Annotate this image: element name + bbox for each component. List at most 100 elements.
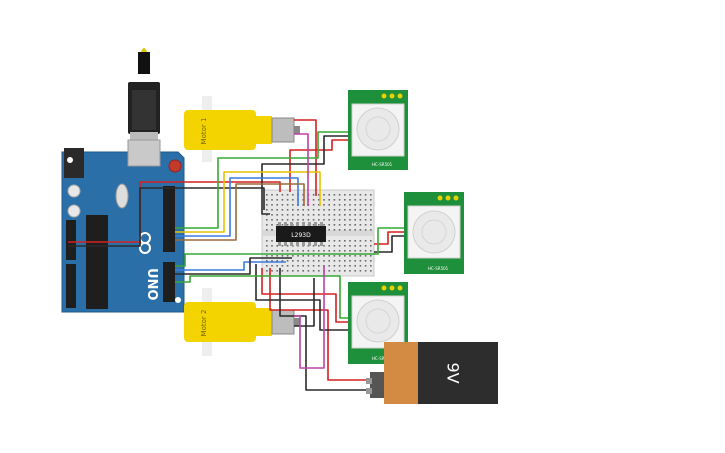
breadboard-hole[interactable] — [359, 199, 362, 201]
breadboard-hole[interactable] — [297, 209, 299, 211]
breadboard-hole[interactable] — [312, 199, 315, 201]
breadboard-hole[interactable] — [344, 260, 346, 262]
breadboard-hole[interactable] — [333, 194, 336, 196]
breadboard-hole[interactable] — [359, 265, 362, 267]
breadboard-hole[interactable] — [266, 194, 268, 196]
breadboard-hole[interactable] — [297, 255, 299, 257]
breadboard-hole[interactable] — [370, 250, 372, 252]
breadboard-hole[interactable] — [344, 250, 346, 252]
breadboard-hole[interactable] — [307, 270, 310, 272]
breadboard-hole[interactable] — [318, 224, 320, 226]
breadboard-hole[interactable] — [370, 214, 372, 216]
breadboard-hole[interactable] — [281, 250, 284, 252]
breadboard-hole[interactable] — [328, 229, 330, 231]
breadboard-hole[interactable] — [333, 255, 336, 257]
breadboard-hole[interactable] — [354, 199, 356, 201]
breadboard-hole[interactable] — [338, 209, 341, 211]
breadboard-hole[interactable] — [370, 229, 372, 231]
breadboard-hole[interactable] — [344, 245, 346, 247]
breadboard-hole[interactable] — [333, 224, 336, 226]
breadboard-hole[interactable] — [349, 194, 351, 196]
breadboard-hole[interactable] — [297, 270, 299, 272]
breadboard-hole[interactable] — [370, 270, 372, 272]
breadboard-hole[interactable] — [349, 219, 351, 221]
breadboard-hole[interactable] — [328, 265, 330, 267]
breadboard-hole[interactable] — [312, 219, 315, 221]
breadboard-hole[interactable] — [292, 199, 294, 201]
pir-sensor-2[interactable]: HC-SR501 — [404, 192, 464, 274]
breadboard-hole[interactable] — [266, 245, 268, 247]
breadboard-hole[interactable] — [312, 260, 315, 262]
breadboard-hole[interactable] — [359, 270, 362, 272]
battery-9v[interactable]: 9V — [366, 342, 498, 404]
breadboard-hole[interactable] — [266, 199, 268, 201]
breadboard-hole[interactable] — [333, 270, 336, 272]
breadboard-hole[interactable] — [338, 199, 341, 201]
breadboard-hole[interactable] — [349, 229, 351, 231]
breadboard-hole[interactable] — [318, 204, 320, 206]
breadboard-hole[interactable] — [338, 240, 341, 242]
breadboard-hole[interactable] — [292, 204, 294, 206]
breadboard-hole[interactable] — [307, 209, 310, 211]
breadboard-hole[interactable] — [349, 255, 351, 257]
breadboard-hole[interactable] — [349, 245, 351, 247]
breadboard-hole[interactable] — [359, 209, 362, 211]
breadboard-hole[interactable] — [281, 209, 284, 211]
breadboard-hole[interactable] — [344, 219, 346, 221]
breadboard-hole[interactable] — [276, 194, 278, 196]
breadboard-hole[interactable] — [370, 219, 372, 221]
breadboard-hole[interactable] — [276, 204, 278, 206]
breadboard-hole[interactable] — [349, 240, 351, 242]
breadboard-hole[interactable] — [276, 224, 278, 226]
breadboard-hole[interactable] — [312, 224, 315, 226]
breadboard-hole[interactable] — [328, 224, 330, 226]
breadboard-hole[interactable] — [292, 265, 294, 267]
breadboard-hole[interactable] — [318, 270, 320, 272]
breadboard-hole[interactable] — [318, 219, 320, 221]
breadboard-hole[interactable] — [266, 204, 268, 206]
breadboard-hole[interactable] — [297, 265, 299, 267]
breadboard-hole[interactable] — [276, 209, 278, 211]
breadboard-hole[interactable] — [370, 265, 372, 267]
breadboard-hole[interactable] — [266, 214, 268, 216]
breadboard-hole[interactable] — [281, 204, 284, 206]
breadboard-hole[interactable] — [354, 270, 356, 272]
breadboard-hole[interactable] — [302, 214, 304, 216]
breadboard-hole[interactable] — [276, 245, 278, 247]
breadboard-hole[interactable] — [302, 250, 304, 252]
breadboard-hole[interactable] — [292, 260, 294, 262]
breadboard-hole[interactable] — [281, 219, 284, 221]
breadboard-hole[interactable] — [276, 270, 278, 272]
breadboard-hole[interactable] — [370, 255, 372, 257]
breadboard-hole[interactable] — [276, 255, 278, 257]
breadboard-hole[interactable] — [328, 194, 330, 196]
breadboard-hole[interactable] — [286, 214, 289, 216]
breadboard-hole[interactable] — [338, 194, 341, 196]
breadboard-hole[interactable] — [354, 194, 356, 196]
breadboard-hole[interactable] — [354, 229, 356, 231]
breadboard-hole[interactable] — [271, 229, 273, 231]
breadboard-hole[interactable] — [354, 224, 356, 226]
breadboard-hole[interactable] — [286, 219, 289, 221]
breadboard-hole[interactable] — [370, 240, 372, 242]
breadboard-hole[interactable] — [307, 214, 310, 216]
breadboard-hole[interactable] — [359, 204, 362, 206]
breadboard-hole[interactable] — [307, 250, 310, 252]
breadboard-hole[interactable] — [338, 229, 341, 231]
breadboard-hole[interactable] — [281, 199, 284, 201]
breadboard-hole[interactable] — [276, 265, 278, 267]
breadboard-hole[interactable] — [286, 194, 289, 196]
breadboard-hole[interactable] — [338, 270, 341, 272]
breadboard-hole[interactable] — [323, 204, 325, 206]
breadboard-hole[interactable] — [302, 209, 304, 211]
breadboard-hole[interactable] — [349, 209, 351, 211]
breadboard-hole[interactable] — [333, 240, 336, 242]
breadboard-hole[interactable] — [364, 265, 367, 267]
breadboard-hole[interactable] — [286, 260, 289, 262]
breadboard-hole[interactable] — [333, 214, 336, 216]
breadboard-hole[interactable] — [359, 219, 362, 221]
breadboard-hole[interactable] — [286, 265, 289, 267]
breadboard-hole[interactable] — [359, 240, 362, 242]
breadboard-hole[interactable] — [286, 255, 289, 257]
breadboard-hole[interactable] — [328, 219, 330, 221]
